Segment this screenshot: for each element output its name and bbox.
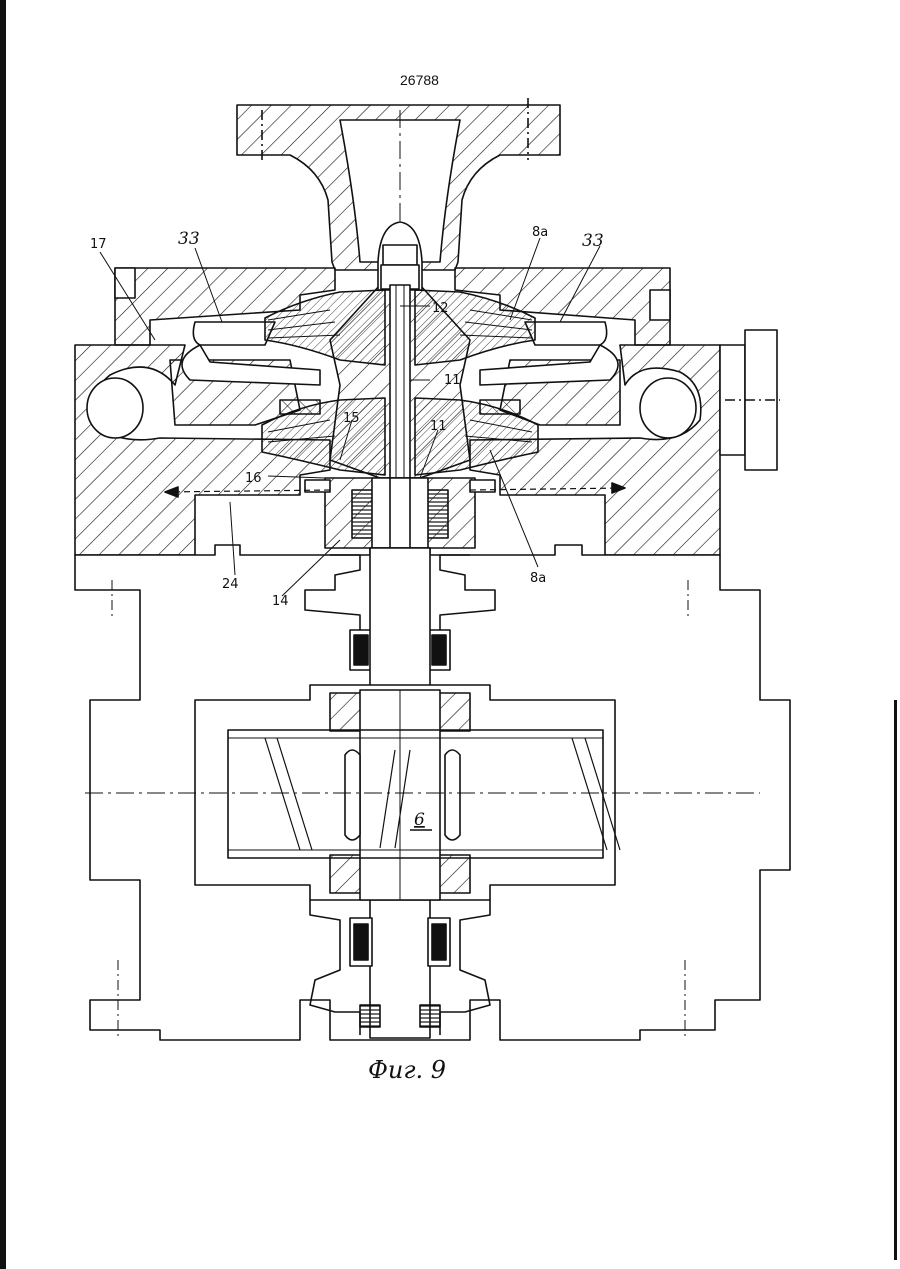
page-edge-left — [0, 0, 6, 1269]
label-8a-top: 8a — [532, 225, 548, 240]
label-11-lower: 11 — [430, 419, 447, 434]
page-edge-right — [894, 700, 897, 1260]
label-16: 16 — [245, 471, 262, 486]
label-11-upper: 11 — [444, 373, 461, 388]
figure-caption: Фиг. 9 — [368, 1056, 446, 1084]
label-15: 15 — [343, 411, 360, 426]
bearing-housing — [305, 478, 495, 548]
label-33-right: 33 — [582, 231, 604, 251]
label-6: 6 — [414, 810, 425, 830]
label-24: 24 — [222, 577, 239, 592]
label-8a-bottom: 8a — [530, 571, 546, 586]
label-17: 17 — [90, 237, 107, 252]
label-14: 14 — [272, 594, 289, 609]
label-33-left: 33 — [178, 229, 200, 249]
label-12: 12 — [432, 301, 449, 316]
